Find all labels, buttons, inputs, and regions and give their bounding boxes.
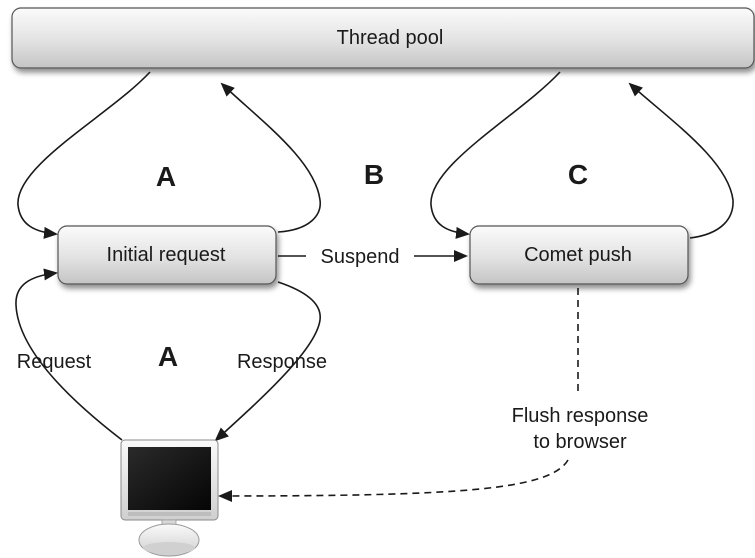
comet-push-box: Comet push (469, 225, 689, 285)
response-arrow (214, 281, 321, 442)
phase-a-top-letter: A (156, 161, 176, 192)
comet-push-label: Comet push (524, 244, 632, 266)
request-arrow (15, 268, 123, 441)
suspend-label: Suspend (321, 246, 400, 268)
thread-pool-label: Thread pool (337, 27, 444, 49)
flush-response-dashed-arrow (218, 459, 569, 502)
initial-request-label: Initial request (107, 244, 226, 266)
thread-pool-box: Thread pool (11, 7, 755, 69)
response-label: Response (237, 351, 327, 373)
comet-push-to-thread-pool-arrow (628, 82, 734, 239)
thread-pool-to-initial-request-arrow (17, 71, 151, 239)
thread-pool-to-comet-push-arrow (430, 71, 561, 239)
phase-c-letter: C (568, 159, 588, 190)
desktop-computer-icon (120, 439, 219, 557)
phase-b-letter: B (364, 159, 384, 190)
request-label: Request (17, 351, 92, 373)
phase-a-bottom-letter: A (158, 341, 178, 372)
flush-response-label-line2: to browser (533, 431, 627, 453)
initial-request-to-thread-pool-arrow (220, 82, 321, 233)
flush-response-label-line1: Flush response (512, 405, 649, 427)
initial-request-box: Initial request (57, 225, 277, 285)
